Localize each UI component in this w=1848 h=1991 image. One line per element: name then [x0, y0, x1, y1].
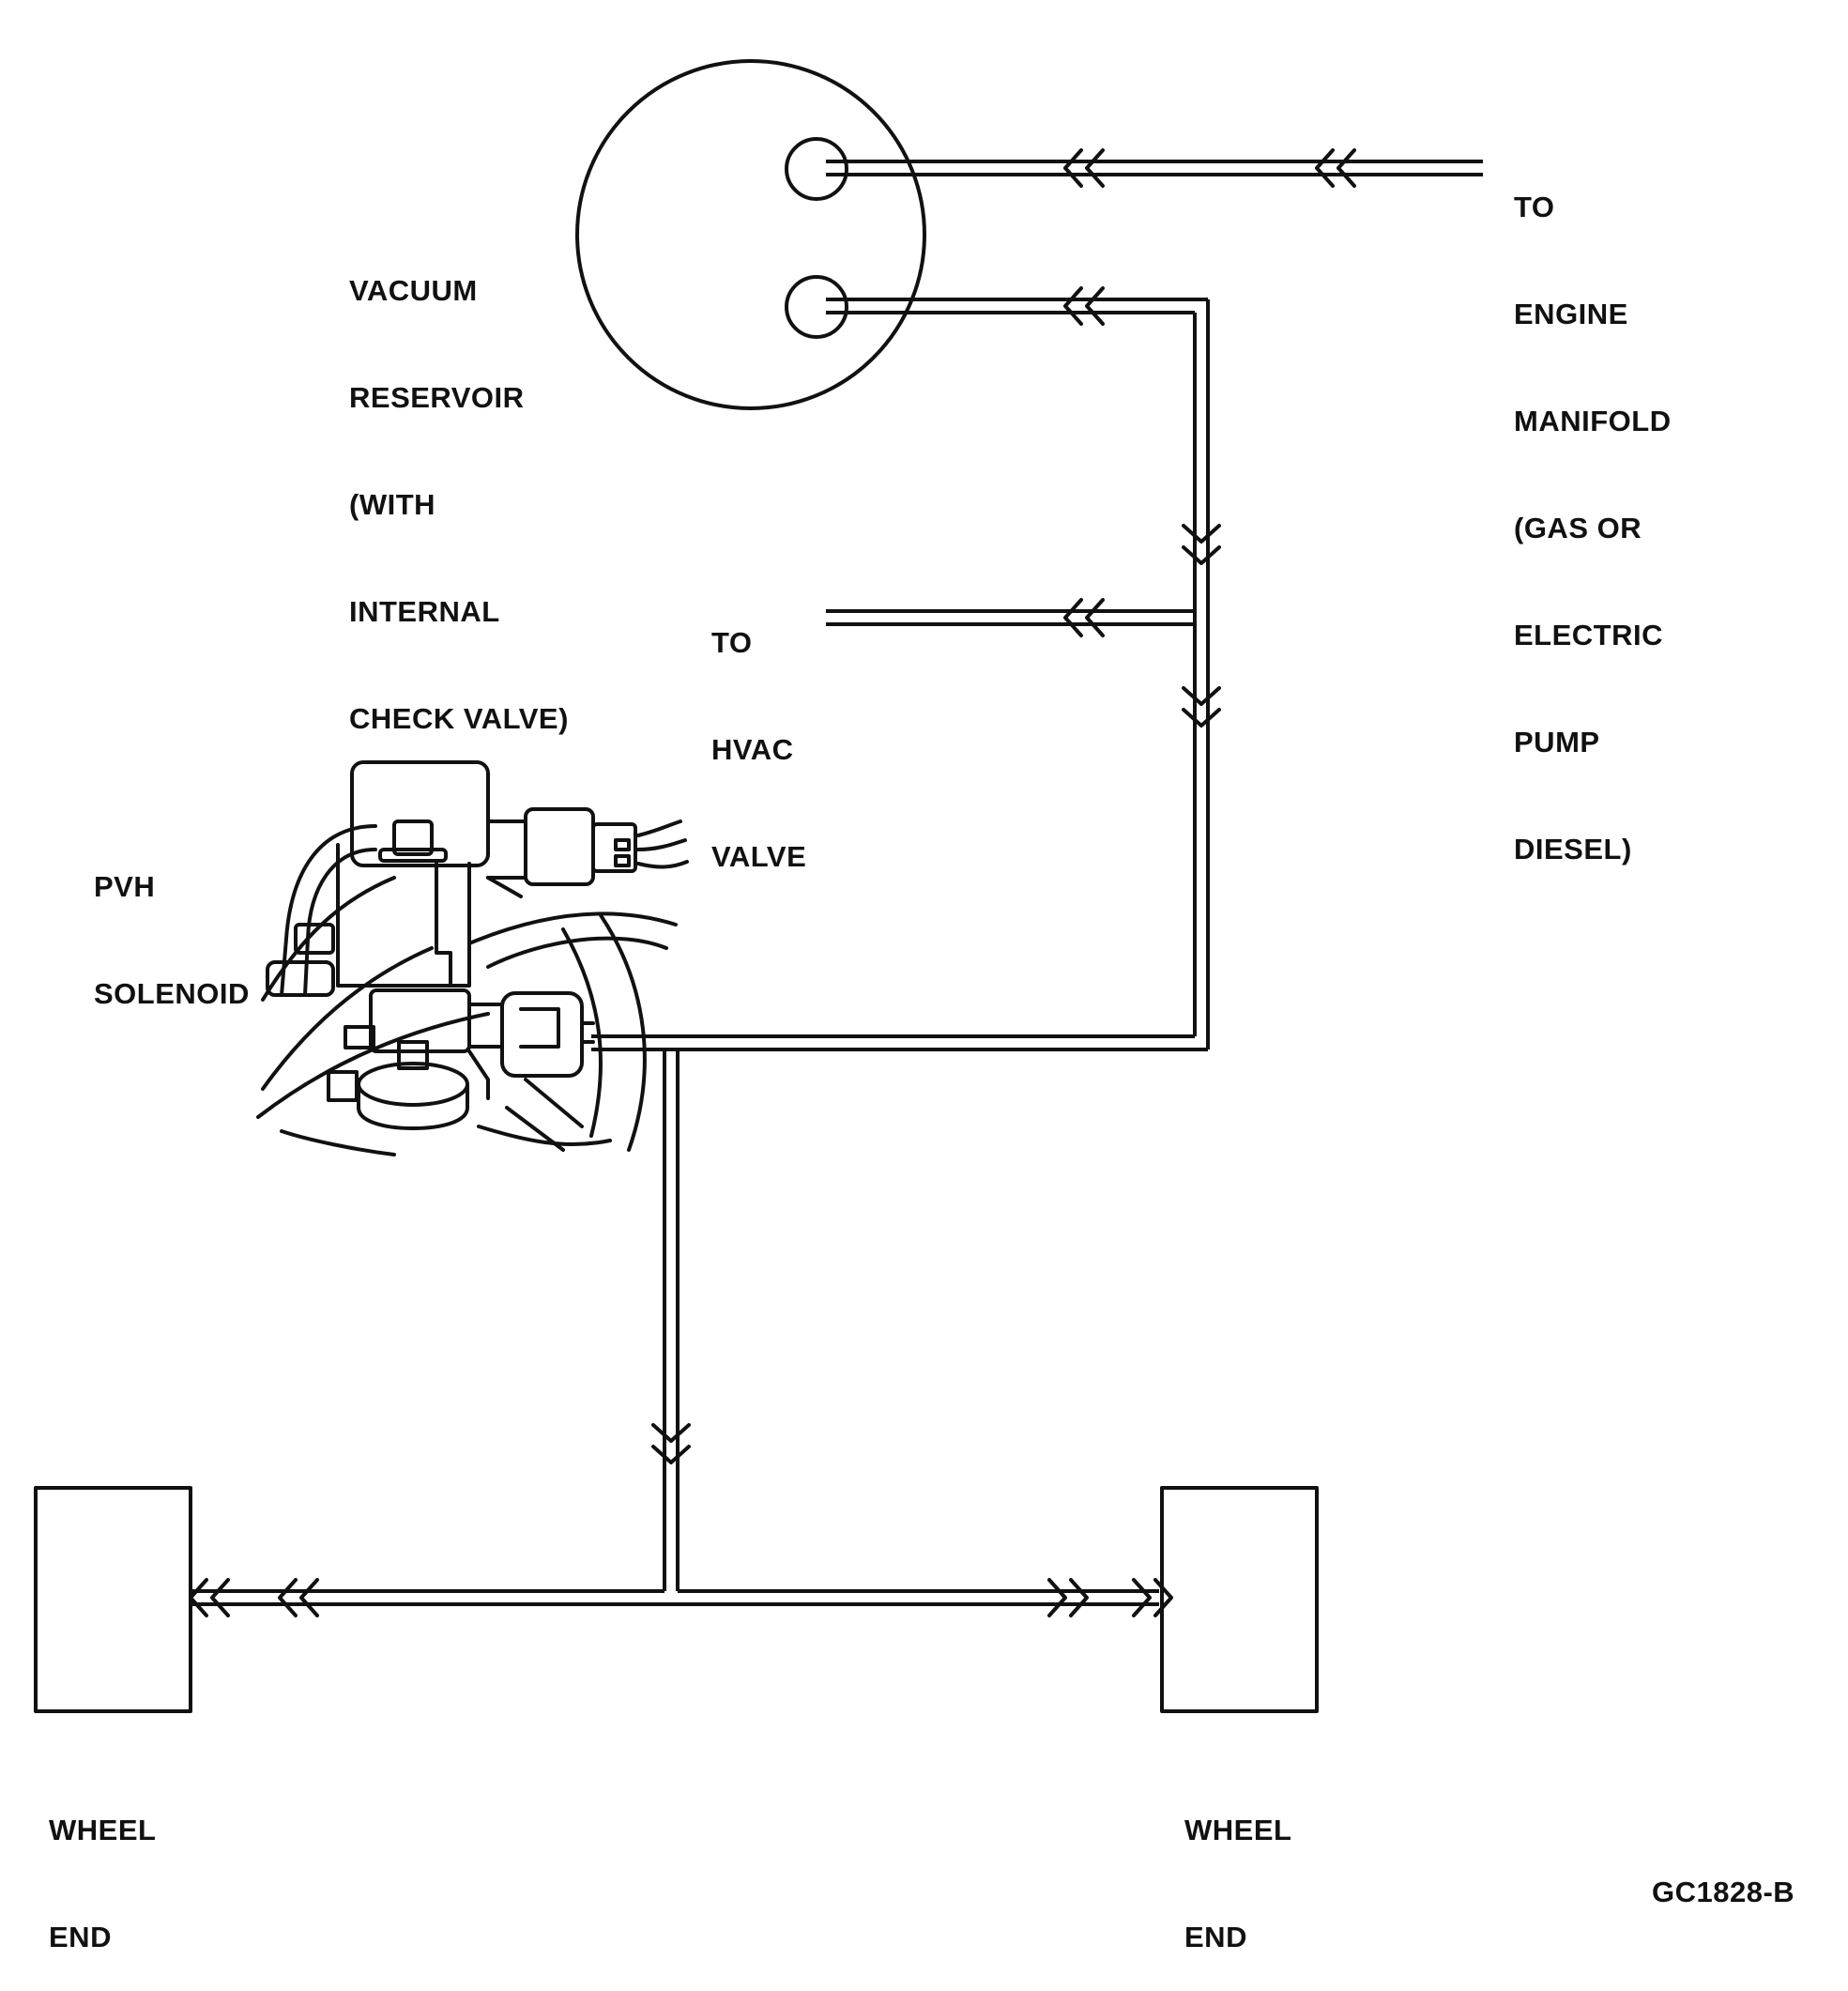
vacuum-reservoir: [575, 59, 926, 410]
wheel-end-vacuum-line: [189, 1049, 1173, 1617]
vacuum-reservoir-label: VACUUM RESERVOIR (WITH INTERNAL CHECK VA…: [349, 202, 569, 773]
label-line: VACUUM: [349, 274, 478, 307]
flow-arrow: [1063, 148, 1105, 188]
flow-arrow: [1063, 598, 1105, 637]
hvac-vacuum-line: [826, 598, 1195, 637]
label-line: CHECK VALVE): [349, 702, 569, 735]
label-line: VALVE: [711, 840, 807, 873]
wheel-end-right-label: WHEEL END: [1184, 1741, 1291, 1991]
label-line: END: [49, 1921, 112, 1953]
pvh-solenoid-label: PVH SOLENOID: [94, 798, 250, 1048]
engine-manifold-label: TO ENGINE MANIFOLD (GAS OR ELECTRIC PUMP…: [1514, 118, 1672, 903]
label-line: ELECTRIC: [1514, 619, 1663, 651]
flow-arrow: [1132, 1578, 1173, 1617]
label-line: RESERVOIR: [349, 381, 525, 414]
flow-arrow: [1315, 148, 1356, 188]
reservoir-port-lower: [785, 275, 848, 339]
wheel-end-left: [34, 1486, 192, 1713]
label-line: HVAC: [711, 733, 794, 766]
hvac-valve-label: TO HVAC VALVE: [711, 554, 806, 911]
flow-arrow: [651, 1423, 691, 1464]
flow-arrow: [1182, 524, 1221, 565]
solenoid-hose-fitting: [500, 991, 584, 1078]
label-line: INTERNAL: [349, 595, 500, 628]
label-line: ENGINE: [1514, 298, 1628, 330]
solenoid-connector: [524, 807, 595, 886]
manifold-vacuum-line: [826, 148, 1483, 188]
label-line: SOLENOID: [94, 977, 250, 1010]
supply-vacuum-line: [591, 286, 1221, 1051]
flow-arrow: [1182, 686, 1221, 727]
flow-arrow: [189, 1578, 230, 1617]
label-line: PVH: [94, 870, 156, 903]
label-line: TO: [1514, 191, 1555, 223]
label-line: WHEEL: [49, 1814, 157, 1846]
label-line: TO: [711, 626, 753, 659]
label-line: (WITH: [349, 488, 436, 521]
flow-arrow: [278, 1578, 319, 1617]
wheel-end-right: [1160, 1486, 1319, 1713]
label-line: MANIFOLD: [1514, 405, 1672, 437]
reservoir-port-upper: [785, 137, 848, 201]
flow-arrow: [1047, 1578, 1089, 1617]
label-line: DIESEL): [1514, 833, 1632, 865]
wheel-end-left-label: WHEEL END: [49, 1741, 156, 1991]
label-line: (GAS OR: [1514, 512, 1642, 544]
solenoid-cap: [350, 760, 490, 867]
label-line: WHEEL: [1184, 1814, 1292, 1846]
label-line: END: [1184, 1921, 1247, 1953]
figure-code: GC1828-B: [1652, 1876, 1795, 1908]
label-line: PUMP: [1514, 726, 1600, 758]
pvh-solenoid-illustration: [256, 760, 689, 1156]
flow-arrow: [1063, 286, 1105, 326]
